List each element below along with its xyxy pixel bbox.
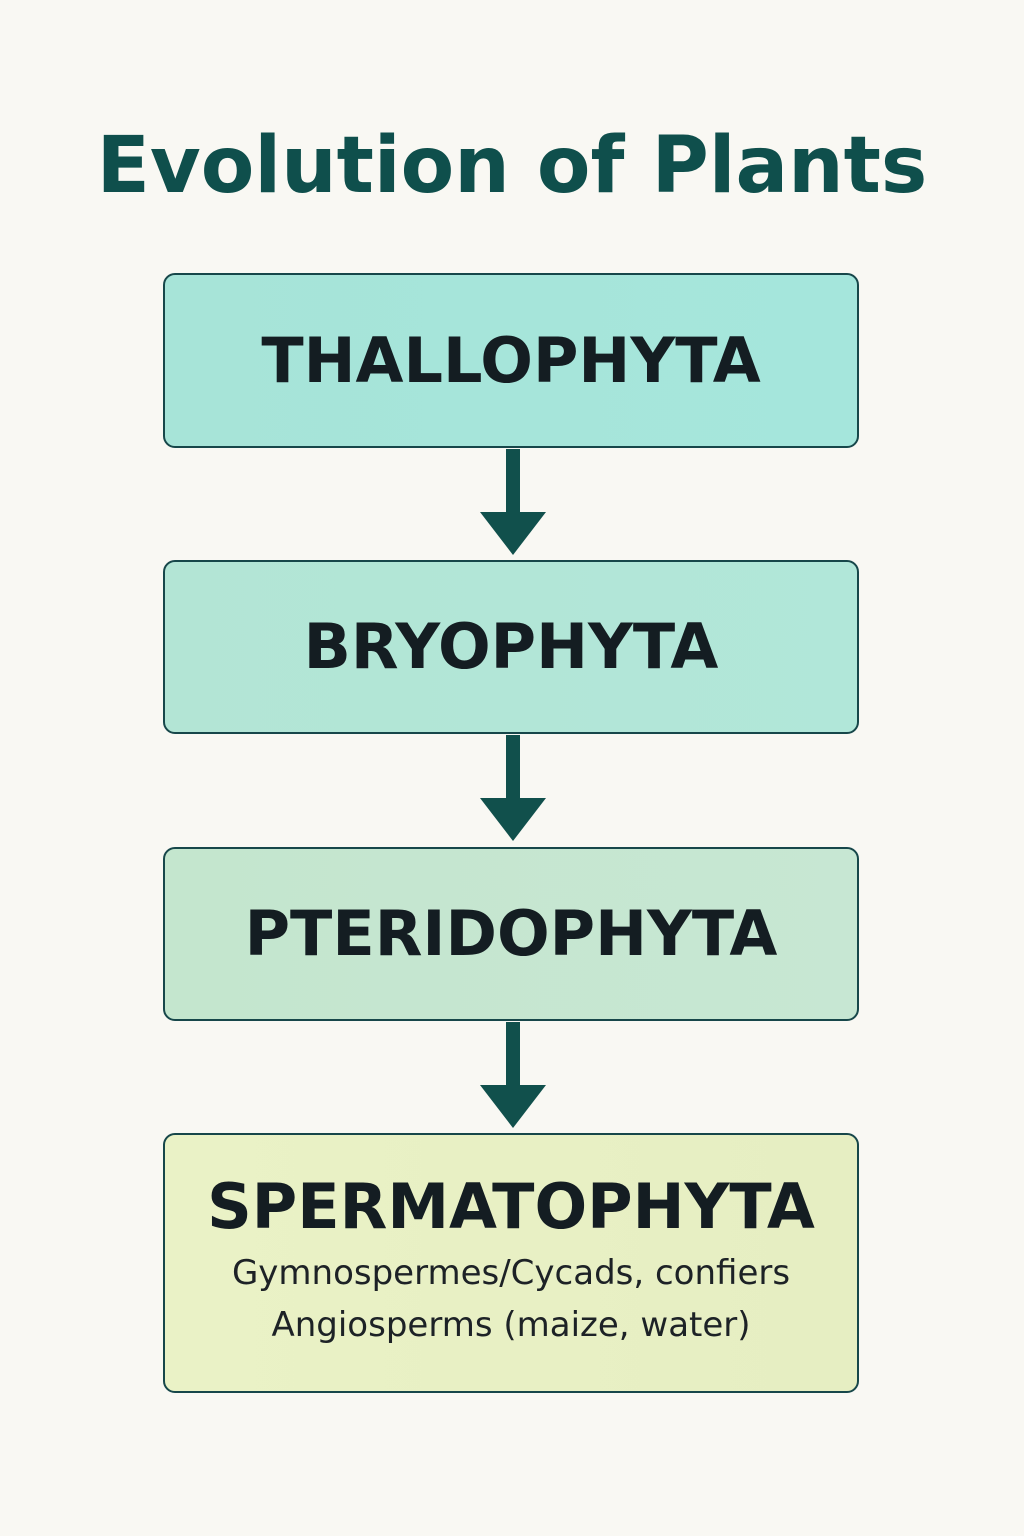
stage-thallophyta-box: THALLOPHYTA xyxy=(163,273,859,448)
stage-label: THALLOPHYTA xyxy=(261,323,761,397)
stage-label: PTERIDOPHYTA xyxy=(244,897,778,970)
stage-bryophyta-box: BRYOPHYTA xyxy=(163,560,859,734)
stage-spermatophyta-box: SPERMATOPHYTA Gymnospermes/Cycads, confi… xyxy=(163,1133,859,1393)
gymnosperms-detail: Gymnospermes/Cycads, confiers xyxy=(231,1253,791,1293)
stage-label: SPERMATOPHYTA xyxy=(207,1170,815,1243)
down-arrow-icon xyxy=(480,1022,546,1130)
down-arrow-icon xyxy=(480,449,546,557)
angiosperms-detail: Angiosperms (maize, water) xyxy=(271,1305,751,1345)
stage-pteridophyta-box: PTERIDOPHYTA xyxy=(163,847,859,1021)
down-arrow-icon xyxy=(480,735,546,843)
stage-label: BRYOPHYTA xyxy=(303,610,719,683)
diagram-title: Evolution of Plants xyxy=(96,121,928,211)
